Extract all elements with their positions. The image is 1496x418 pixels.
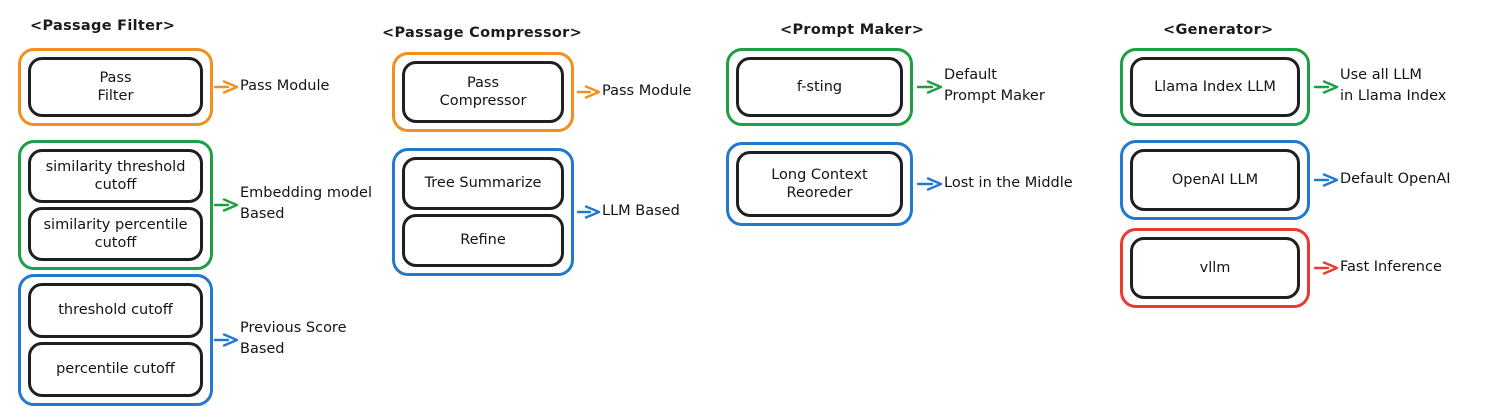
output-label-prompt-maker-default-prompt-maker: Default Prompt Maker bbox=[944, 67, 1045, 105]
flow-arrow-icon bbox=[1313, 173, 1339, 187]
output-label-passage-filter-embedding-model-based: Embedding model Based bbox=[240, 185, 373, 223]
node-label: OpenAI LLM bbox=[1171, 171, 1259, 188]
output-label-generator-use-all-llm-in-llama-index: Use all LLM in Llama Index bbox=[1340, 67, 1447, 105]
flow-arrow-icon bbox=[1313, 261, 1339, 275]
output-label-passage-compressor-llm-based: LLM Based bbox=[602, 202, 680, 219]
node-label: f-sting bbox=[796, 78, 843, 95]
node-passage-compressor-llm-based-1[interactable]: Refine bbox=[402, 214, 564, 267]
group-passage-compressor-llm-based bbox=[392, 148, 574, 276]
node-label: Tree Summarize bbox=[424, 175, 542, 192]
output-label-passage-compressor-pass-module: Pass Module bbox=[602, 82, 692, 99]
node-passage-filter-embedding-model-based-1[interactable]: similarity percentile cutoff bbox=[28, 207, 203, 261]
node-generator-default-openai-0[interactable]: OpenAI LLM bbox=[1130, 149, 1300, 211]
group-passage-compressor-pass-module bbox=[392, 52, 574, 132]
output-label-passage-filter-pass-module: Pass Module bbox=[240, 77, 330, 94]
node-prompt-maker-default-prompt-maker-0[interactable]: f-sting bbox=[736, 57, 903, 117]
node-passage-filter-previous-score-based-0[interactable]: threshold cutoff bbox=[28, 283, 203, 338]
column-title-generator: <Generator> bbox=[1163, 22, 1274, 38]
group-passage-filter-pass-module bbox=[18, 48, 213, 126]
flow-arrow-icon bbox=[213, 80, 239, 94]
node-prompt-maker-lost-in-the-middle-0[interactable]: Long Context Reoreder bbox=[736, 151, 903, 217]
node-passage-filter-previous-score-based-1[interactable]: percentile cutoff bbox=[28, 342, 203, 397]
output-label-prompt-maker-lost-in-the-middle: Lost in the Middle bbox=[944, 174, 1073, 191]
flow-arrow-icon bbox=[916, 177, 943, 191]
node-label: vllm bbox=[1199, 259, 1231, 276]
group-passage-filter-previous-score-based bbox=[18, 274, 213, 406]
flow-arrow-icon bbox=[576, 85, 601, 99]
group-prompt-maker-default-prompt-maker bbox=[726, 48, 913, 126]
node-label: percentile cutoff bbox=[56, 361, 175, 378]
flow-arrow-icon bbox=[576, 205, 601, 219]
node-passage-filter-pass-module-0[interactable]: Pass Filter bbox=[28, 57, 203, 117]
flow-arrow-icon bbox=[1313, 80, 1339, 94]
column-title-passage-filter: <Passage Filter> bbox=[30, 18, 176, 34]
node-passage-compressor-llm-based-0[interactable]: Tree Summarize bbox=[402, 157, 564, 210]
node-generator-use-all-llm-in-llama-index-0[interactable]: Llama Index LLM bbox=[1130, 57, 1300, 117]
flow-arrow-icon bbox=[213, 333, 239, 347]
node-generator-fast-inference-0[interactable]: vllm bbox=[1130, 237, 1300, 299]
node-passage-filter-embedding-model-based-0[interactable]: similarity threshold cutoff bbox=[28, 149, 203, 203]
node-label: Long Context Reoreder bbox=[771, 166, 868, 201]
output-label-passage-filter-previous-score-based: Previous Score Based bbox=[240, 320, 347, 358]
node-label: Refine bbox=[460, 232, 506, 249]
node-label: similarity percentile cutoff bbox=[43, 216, 188, 251]
group-generator-fast-inference bbox=[1120, 228, 1310, 308]
node-label: similarity threshold cutoff bbox=[45, 158, 186, 193]
column-title-prompt-maker: <Prompt Maker> bbox=[780, 22, 925, 38]
group-passage-filter-embedding-model-based bbox=[18, 140, 213, 270]
flow-arrow-icon bbox=[213, 198, 239, 212]
node-label: Pass Filter bbox=[97, 69, 134, 104]
output-label-generator-fast-inference: Fast Inference bbox=[1340, 258, 1442, 275]
node-passage-compressor-pass-module-0[interactable]: Pass Compressor bbox=[402, 61, 564, 123]
node-label: Pass Compressor bbox=[439, 74, 527, 109]
column-title-passage-compressor: <Passage Compressor> bbox=[382, 25, 583, 41]
node-label: Llama Index LLM bbox=[1154, 78, 1276, 95]
group-prompt-maker-lost-in-the-middle bbox=[726, 142, 913, 226]
group-generator-use-all-llm-in-llama-index bbox=[1120, 48, 1310, 126]
group-generator-default-openai bbox=[1120, 140, 1310, 220]
output-label-generator-default-openai: Default OpenAI bbox=[1340, 170, 1451, 187]
flow-arrow-icon bbox=[916, 80, 943, 94]
node-label: threshold cutoff bbox=[58, 302, 173, 319]
